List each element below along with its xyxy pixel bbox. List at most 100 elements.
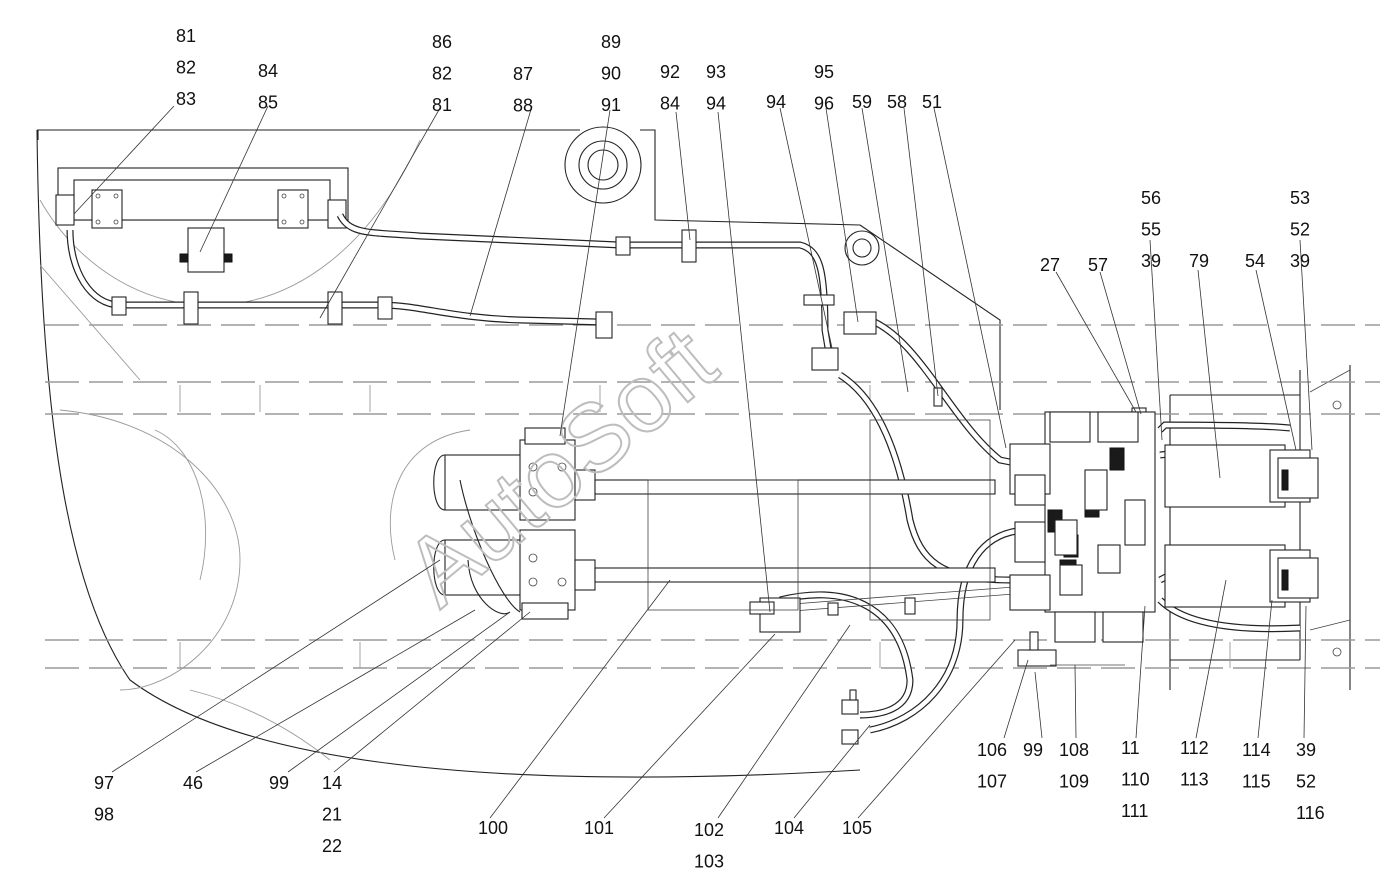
boom-pivot	[564, 126, 880, 266]
callout-number: 107	[977, 772, 1007, 792]
callout-number: 46	[183, 773, 203, 793]
callout-number: 39	[1296, 740, 1316, 760]
callout-number: 88	[513, 96, 533, 116]
callout-56-55-39: 56 55 39	[1141, 188, 1161, 271]
callout-number: 103	[694, 852, 724, 872]
callout-number: 14	[322, 773, 342, 793]
callout-number: 91	[601, 95, 621, 115]
callout-number: 82	[432, 64, 452, 84]
callout-11-110-111: 11 110 111	[1121, 738, 1150, 821]
callout-51: 51	[922, 92, 942, 112]
callout-95-96: 95 96	[814, 62, 834, 114]
callout-27: 27	[1040, 255, 1060, 275]
callout-46: 46	[183, 773, 203, 793]
callout-101: 101	[584, 818, 614, 838]
callout-number: 110	[1121, 770, 1150, 790]
callout-number: 98	[94, 805, 114, 825]
control-valve-block	[1009, 411, 1156, 667]
right-cylinders	[1164, 444, 1319, 608]
callout-number: 87	[513, 64, 533, 84]
callout-number: 81	[432, 95, 452, 115]
oil-cooler	[55, 167, 349, 273]
callout-number: 89	[601, 32, 621, 52]
callout-number: 101	[584, 818, 614, 838]
callout-number: 52	[1296, 772, 1316, 792]
callout-number: 116	[1296, 803, 1325, 823]
callout-number: 114	[1242, 740, 1271, 760]
callout-number: 113	[1180, 770, 1209, 790]
callout-number: 83	[176, 89, 196, 109]
callout-84-85: 84 85	[258, 61, 278, 113]
callout-number: 92	[660, 62, 680, 82]
callout-number: 104	[774, 818, 804, 838]
callout-number: 53	[1290, 188, 1310, 208]
callout-number: 99	[1023, 740, 1043, 760]
callout-89-90-91: 89 90 91	[601, 32, 621, 115]
callout-104: 104	[774, 818, 804, 838]
callout-number: 54	[1245, 251, 1265, 271]
callout-number: 55	[1141, 220, 1161, 240]
callout-79: 79	[1189, 251, 1209, 271]
callout-59: 59	[852, 92, 872, 112]
callout-14-21-22: 14 21 22	[322, 773, 342, 856]
callout-number: 106	[977, 740, 1007, 760]
callout-106-107: 106 107	[977, 740, 1007, 792]
left-cylinders	[433, 419, 996, 633]
callout-number: 115	[1242, 772, 1271, 792]
callout-54: 54	[1245, 251, 1265, 271]
callout-number: 57	[1088, 255, 1108, 275]
callout-number: 52	[1290, 220, 1310, 240]
callout-39-52-116: 39 52 116	[1296, 740, 1325, 823]
callout-number: 51	[922, 92, 942, 112]
callout-97-98: 97 98	[94, 773, 114, 825]
callout-94: 94	[766, 92, 786, 112]
callout-number: 81	[176, 26, 196, 46]
callout-number: 97	[94, 773, 114, 793]
callout-number: 11	[1121, 738, 1140, 758]
callout-number: 108	[1059, 740, 1089, 760]
callout-number: 21	[322, 805, 342, 825]
callout-number: 96	[814, 94, 834, 114]
callout-number: 82	[176, 58, 196, 78]
callout-87-88: 87 88	[513, 64, 533, 116]
callout-92-84: 92 84	[660, 62, 680, 114]
callout-58: 58	[887, 92, 907, 112]
leader-lines	[73, 105, 1313, 819]
callout-number: 90	[601, 64, 621, 84]
callout-number: 100	[478, 818, 508, 838]
callout-number: 94	[706, 94, 726, 114]
callout-105: 105	[842, 818, 872, 838]
callout-number: 22	[322, 836, 342, 856]
callout-99-left: 99	[269, 773, 289, 793]
callout-number: 95	[814, 62, 834, 82]
callout-number: 94	[766, 92, 786, 112]
callout-112-113: 112 113	[1180, 738, 1209, 790]
callout-number: 111	[1121, 801, 1148, 821]
callout-number: 59	[852, 92, 872, 112]
callout-number: 112	[1180, 738, 1209, 758]
callout-number: 85	[258, 93, 278, 113]
callout-number: 27	[1040, 255, 1060, 275]
callout-number: 39	[1141, 251, 1161, 271]
callout-number: 56	[1141, 188, 1161, 208]
callout-81-82-83: 81 82 83	[176, 26, 196, 109]
callout-number: 79	[1189, 251, 1209, 271]
callout-number: 84	[258, 61, 278, 81]
callout-number: 84	[660, 94, 680, 114]
callout-number: 102	[694, 820, 724, 840]
dashed-lines	[45, 324, 1380, 669]
callout-99-right: 99	[1023, 740, 1043, 760]
callout-number: 58	[887, 92, 907, 112]
callout-number: 99	[269, 773, 289, 793]
chassis-outline	[36, 129, 1351, 778]
callout-100: 100	[478, 818, 508, 838]
callout-number: 105	[842, 818, 872, 838]
callout-114-115: 114 115	[1242, 740, 1271, 792]
